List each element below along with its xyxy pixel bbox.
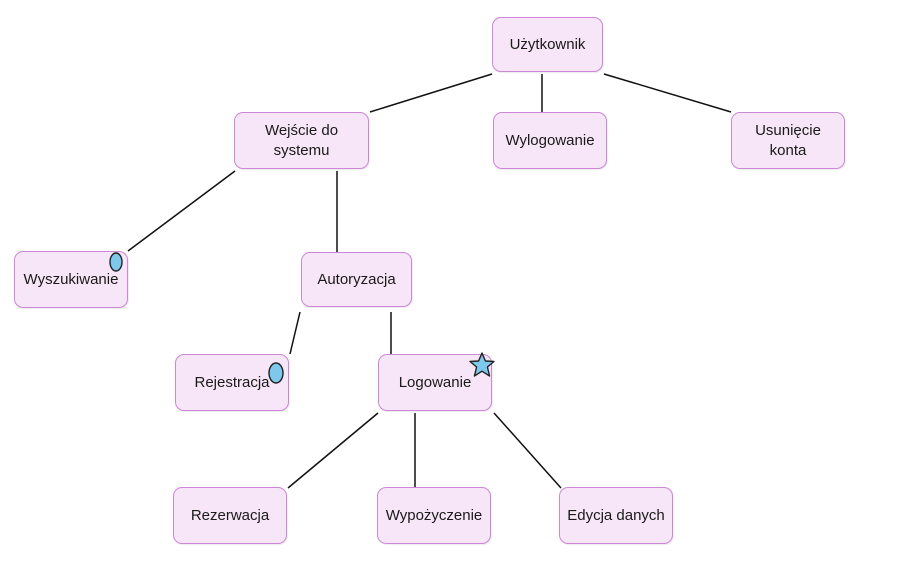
node-wylogowanie[interactable]: Wylogowanie bbox=[493, 112, 607, 169]
node-autoryzacja[interactable]: Autoryzacja bbox=[301, 252, 412, 307]
node-usuniecie-konta-label: Usunięcie konta bbox=[755, 121, 821, 159]
node-logowanie-label: Logowanie bbox=[398, 373, 472, 391]
node-autoryzacja-label: Autoryzacja bbox=[317, 270, 396, 288]
edge-wejscie-wyszukiwanie bbox=[127, 170, 236, 252]
node-wejscie-do-systemu[interactable]: Wejście do systemu bbox=[234, 112, 369, 169]
edge-logowanie-rezerwacja bbox=[287, 412, 379, 489]
node-logowanie[interactable]: Logowanie bbox=[378, 354, 492, 411]
node-edycja-danych[interactable]: Edycja danych bbox=[559, 487, 673, 544]
node-wyszukiwanie[interactable]: Wyszukiwanie bbox=[14, 251, 128, 308]
node-uzytkownik-label: Użytkownik bbox=[509, 35, 586, 53]
node-wypozyczenie-label: Wypożyczenie bbox=[385, 506, 483, 524]
node-uzytkownik[interactable]: Użytkownik bbox=[492, 17, 603, 72]
node-rezerwacja[interactable]: Rezerwacja bbox=[173, 487, 287, 544]
node-rezerwacja-label: Rezerwacja bbox=[190, 506, 270, 524]
edge-uzytkownik-usuniecie bbox=[603, 73, 732, 113]
edge-autoryzacja-rejestracja bbox=[289, 311, 301, 355]
node-usuniecie-konta[interactable]: Usunięcie konta bbox=[731, 112, 845, 169]
node-wyszukiwanie-label: Wyszukiwanie bbox=[23, 270, 119, 288]
edge-logowanie-edycja bbox=[493, 412, 562, 489]
node-rejestracja-label: Rejestracja bbox=[194, 373, 270, 391]
node-edycja-danych-label: Edycja danych bbox=[567, 506, 665, 524]
node-rejestracja[interactable]: Rejestracja bbox=[175, 354, 289, 411]
node-wejscie-do-systemu-label: Wejście do systemu bbox=[264, 121, 339, 159]
edge-uzytkownik-wejscie bbox=[369, 73, 493, 113]
node-wylogowanie-label: Wylogowanie bbox=[505, 131, 595, 149]
node-wypozyczenie[interactable]: Wypożyczenie bbox=[377, 487, 491, 544]
